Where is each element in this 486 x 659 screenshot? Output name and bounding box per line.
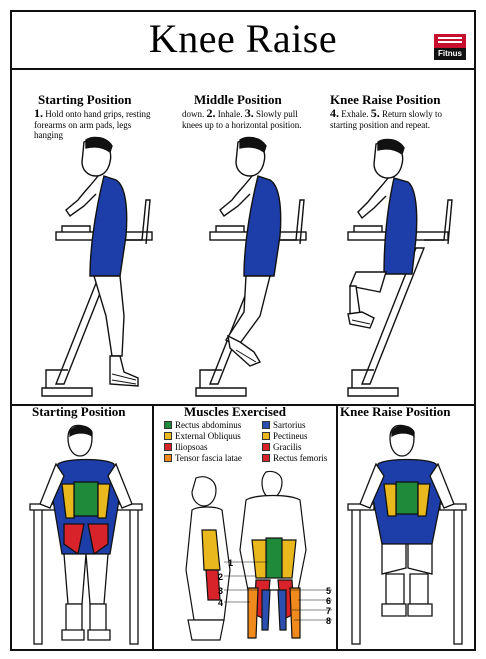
legend-label: Iliopsoas xyxy=(175,442,208,452)
legend-label: Gracilis xyxy=(273,442,302,452)
step-5-number: 5. xyxy=(370,106,380,120)
swatch-icon xyxy=(164,421,172,429)
swatch-icon xyxy=(164,443,172,451)
callout-2: 2 xyxy=(218,572,224,582)
callout-8: 8 xyxy=(326,616,332,626)
page-title: Knee Raise xyxy=(148,16,338,61)
legend-item: Sartorius xyxy=(262,420,327,431)
step-1-number: 1. xyxy=(34,106,43,120)
swatch-icon xyxy=(262,443,270,451)
knee-raise-front-figure xyxy=(347,424,467,645)
logo-wordmark: Fitnus xyxy=(434,48,466,60)
starting-heading: Starting Position xyxy=(38,92,132,107)
title-bar: Knee Raise Fitnus xyxy=(12,12,474,70)
legend-label: Rectus femoris xyxy=(273,453,328,463)
legend-item: Rectus femoris xyxy=(262,453,327,464)
column-divider-right xyxy=(336,406,338,649)
column-divider-left xyxy=(152,406,154,649)
step-5-text-a: Return slowly to xyxy=(382,109,442,119)
callout-6: 6 xyxy=(326,596,332,606)
muscles-anatomy-figure xyxy=(185,470,332,641)
step-2-number: 2. xyxy=(206,106,216,120)
starting-position-front-figure xyxy=(29,424,143,645)
middle-instructions: down. 2. Inhale. 3. Slowly pull knees up… xyxy=(182,106,332,130)
legend-column-left: Rectus abdominus External Obliquus Iliop… xyxy=(164,420,242,464)
legend-label: Pectineus xyxy=(273,431,308,441)
legend-item: Iliopsoas xyxy=(164,442,242,453)
step-1-text-a: Hold onto hand grips, resting xyxy=(45,109,151,119)
legend-item: Rectus abdominus xyxy=(164,420,242,431)
swatch-icon xyxy=(262,421,270,429)
callout-5: 5 xyxy=(326,586,332,596)
step-3-text-a: Slowly pull xyxy=(256,109,298,119)
step-5-text-b: starting position and repeat. xyxy=(330,119,430,130)
legend-item: Gracilis xyxy=(262,442,327,453)
section-divider xyxy=(12,404,474,406)
middle-pre: down. xyxy=(182,109,205,119)
legend-column-right: Sartorius Pectineus Gracilis Rectus femo… xyxy=(262,420,327,464)
callout-1: 1 xyxy=(228,558,234,568)
legend-label: External Obliquus xyxy=(175,431,241,441)
starting-position-side-figure xyxy=(41,136,153,397)
legend-item: Pectineus xyxy=(262,431,327,442)
callout-4: 4 xyxy=(218,598,224,608)
step-4-number: 4. xyxy=(330,106,339,120)
fitnus-logo: Fitnus xyxy=(434,34,466,60)
swatch-icon xyxy=(164,454,172,462)
swatch-icon xyxy=(262,454,270,462)
muscles-heading: Muscles Exercised xyxy=(184,404,286,419)
callout-3: 3 xyxy=(218,586,224,596)
legend-item: Tensor fascia latae xyxy=(164,453,242,464)
step-2-text: Inhale. xyxy=(217,109,243,119)
step-3-text-b: knees up to a horizontal position. xyxy=(182,119,302,130)
knee-raise-side-figure xyxy=(347,138,453,397)
raise-heading: Knee Raise Position xyxy=(330,92,441,107)
poster: Knee Raise Fitnus Starting Position 1. H… xyxy=(10,10,476,651)
step-4-text: Exhale. xyxy=(341,109,369,119)
starting-instructions: 1. Hold onto hand grips, resting forearm… xyxy=(34,106,162,141)
logo-mark-icon xyxy=(434,34,466,48)
middle-heading: Middle Position xyxy=(194,92,282,107)
lower-raise-heading: Knee Raise Position xyxy=(340,404,451,419)
raise-instructions: 4. Exhale. 5. Return slowly to starting … xyxy=(330,106,470,130)
step-1-text-b: forearms on arm pads, legs hanging xyxy=(34,119,132,141)
callout-7: 7 xyxy=(326,606,332,616)
swatch-icon xyxy=(262,432,270,440)
lower-starting-heading: Starting Position xyxy=(32,404,126,419)
middle-position-side-figure xyxy=(195,136,307,397)
legend-label: Rectus abdominus xyxy=(175,420,242,430)
legend-label: Tensor fascia latae xyxy=(175,453,242,463)
step-3-number: 3. xyxy=(244,106,254,120)
legend-label: Sartorius xyxy=(273,420,306,430)
swatch-icon xyxy=(164,432,172,440)
legend-item: External Obliquus xyxy=(164,431,242,442)
